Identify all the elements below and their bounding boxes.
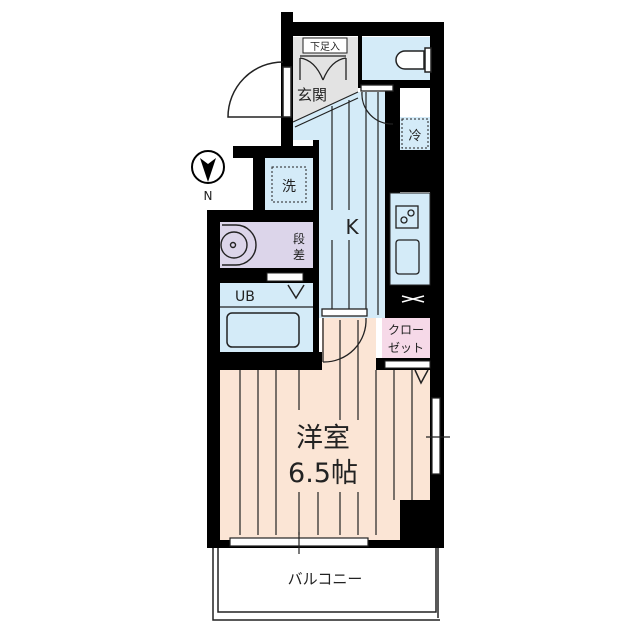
vent-icon <box>403 95 425 105</box>
room-door-icon[interactable] <box>321 308 368 363</box>
refrigerator-space <box>400 117 430 150</box>
closet-door[interactable] <box>384 360 431 369</box>
closet <box>382 318 430 358</box>
entrance-door-icon[interactable] <box>227 61 292 118</box>
closet-label-2: ゼット <box>388 341 424 355</box>
bath-door[interactable] <box>266 272 304 282</box>
balcony <box>212 548 440 621</box>
kitchen-counter <box>389 192 431 286</box>
bath-label: UB <box>235 289 255 305</box>
stove-icon <box>395 205 419 229</box>
refrigerator-outline <box>401 118 429 149</box>
vent-icon <box>401 295 425 303</box>
western-room-label-1: 洋室 <box>296 423 350 454</box>
refrigerator-label: 冷 <box>408 129 421 144</box>
bath-door-swing-icon <box>287 284 305 300</box>
balcony-window[interactable] <box>229 532 369 554</box>
washer-label: 洗 <box>282 179 296 195</box>
washroom-step-label-2: 差 <box>293 248 305 262</box>
north-arrow-icon <box>191 150 225 184</box>
washroom-step-label-1: 段 <box>293 231 305 246</box>
western-room <box>220 318 430 540</box>
kitchen <box>292 91 385 318</box>
shoe-storage-doors-icon <box>299 55 347 81</box>
balcony-label: バルコニー <box>288 570 363 588</box>
bathtub-icon <box>226 312 300 348</box>
shoe-storage <box>302 37 348 54</box>
western-room-label-2: 6.5帖 <box>288 458 358 489</box>
closet-label-1: クロー <box>388 323 424 337</box>
washer-outline <box>271 166 307 203</box>
toilet-door-icon[interactable] <box>360 84 394 125</box>
sink-icon <box>395 239 420 275</box>
shoe-storage-label: 下足入 <box>310 41 340 53</box>
kitchen-label: K <box>345 215 359 239</box>
washbasin-icon <box>220 224 257 266</box>
compass-label: N <box>204 189 213 203</box>
closet-door-swing-icon <box>414 369 429 385</box>
toilet-icon <box>395 47 432 73</box>
entrance-label: 玄関 <box>297 86 327 104</box>
side-window[interactable] <box>426 397 450 475</box>
